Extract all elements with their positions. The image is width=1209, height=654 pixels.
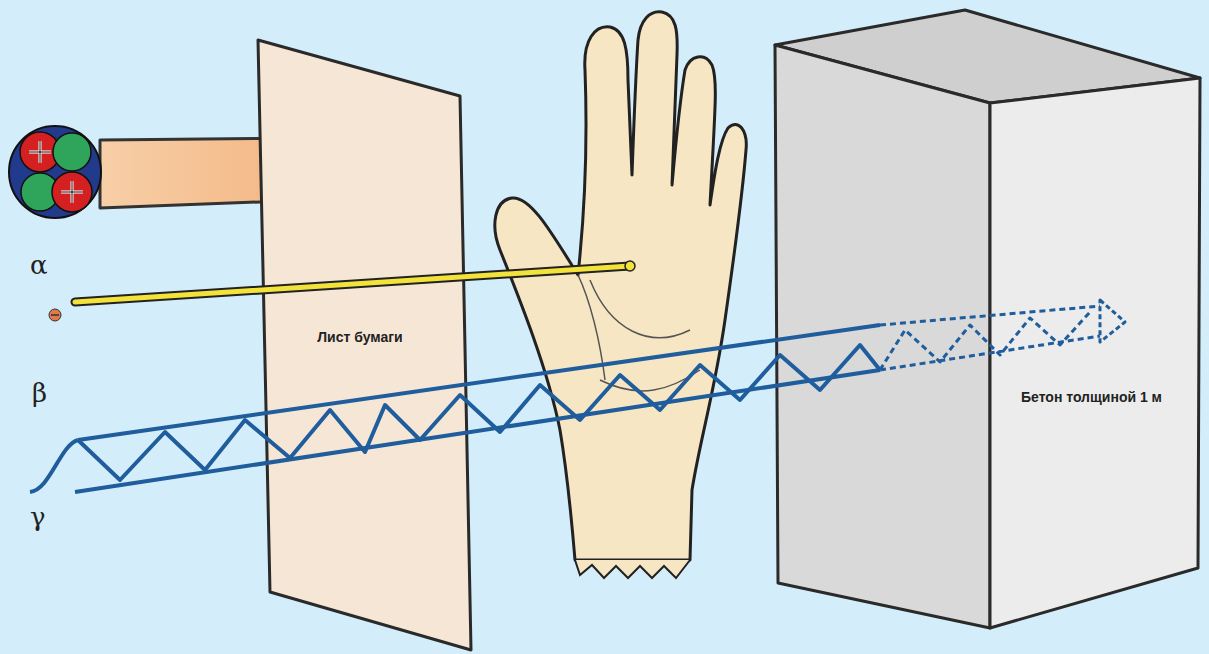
paper-sheet: Лист бумаги [255,36,477,654]
alpha-particle [9,126,101,218]
node-text: Бетон толщиной 1 м [984,388,1199,406]
gamma-wave [30,300,1125,492]
alpha-symbol: α [30,250,48,280]
beta-symbol: β [32,378,47,408]
node-text: Лист бумаги [285,328,435,346]
electron [49,309,61,321]
beta-beam [75,261,635,302]
hand [495,12,746,578]
concrete-block: Бетон толщиной 1 м [770,8,1206,638]
gamma-symbol: γ [30,502,46,532]
concrete-block-outline [770,8,1206,638]
